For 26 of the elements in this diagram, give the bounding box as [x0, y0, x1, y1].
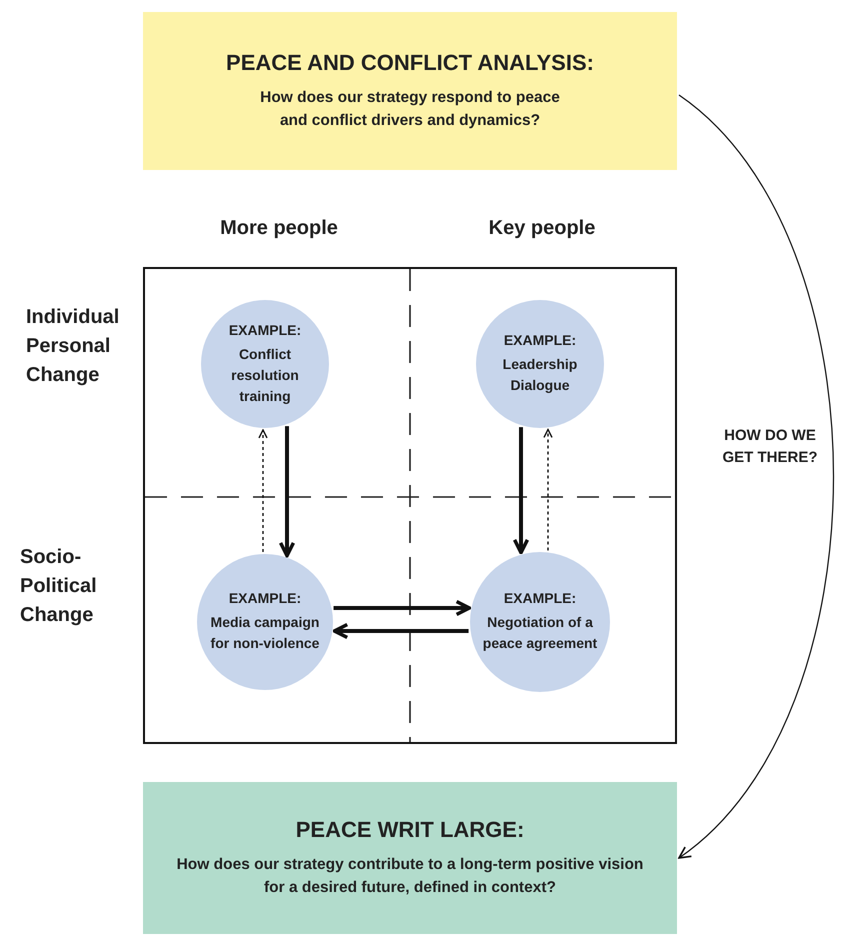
panel-heading: PEACE WRIT LARGE: — [296, 817, 524, 843]
arrow — [678, 94, 834, 859]
matrix-frame — [143, 267, 677, 744]
example-label: EXAMPLE: — [228, 322, 302, 338]
arrow — [543, 428, 553, 550]
example-text: Media campaign for non-violence — [210, 613, 320, 653]
arrow — [334, 600, 472, 616]
example-text: Leadership Dialogue — [502, 355, 578, 395]
arrow — [258, 429, 268, 552]
column-heading: Key people — [488, 216, 596, 241]
example-text: Conflict resolution training — [230, 344, 300, 406]
panel-heading: PEACE AND CONFLICT ANALYSIS: — [226, 50, 594, 76]
example-label: EXAMPLE: — [504, 590, 576, 606]
panel-question: How does our strategy respond to peace and conflict drivers and dynamics? — [259, 88, 561, 131]
row-heading: Individual Personal Change — [26, 305, 120, 388]
example-text: Negotiation of a peace agreement — [482, 613, 598, 653]
arrow — [278, 426, 296, 558]
arrow — [332, 622, 469, 640]
example-label: EXAMPLE: — [504, 332, 576, 348]
arrow — [512, 427, 530, 554]
banner-panel — [143, 12, 677, 170]
example-label: EXAMPLE: — [228, 590, 302, 606]
banner-panel — [143, 782, 677, 934]
row-heading: Socio-Political Change — [20, 545, 98, 628]
panel-question: How does our strategy contribute to a long-term positive vision for a desired future, defined in context? — [176, 855, 644, 898]
column-heading: More people — [220, 216, 338, 241]
